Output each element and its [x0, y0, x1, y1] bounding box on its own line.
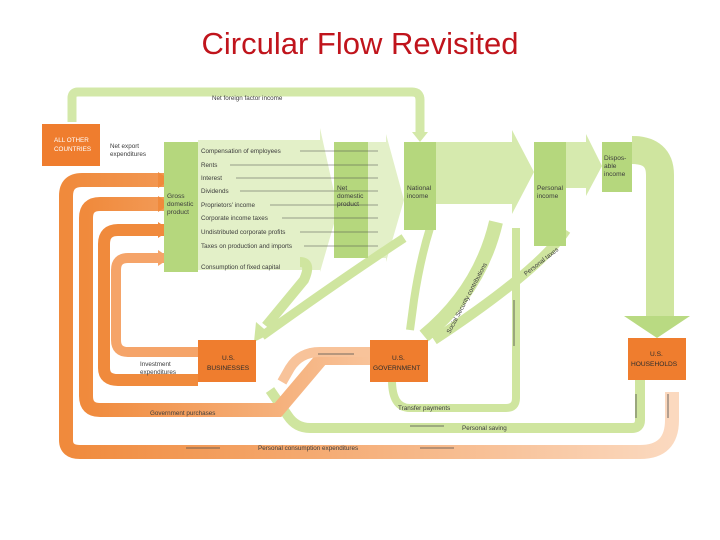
disposable-income-label-3: income — [604, 171, 626, 178]
disposable-income-box — [602, 142, 632, 192]
all-other-countries-label-1: ALL OTHER — [54, 137, 89, 144]
gdp-label-2: domestic — [167, 201, 194, 208]
businesses-to-gdp-flow — [111, 253, 198, 357]
ndp-label-2: domestic — [337, 193, 364, 200]
personal-income-label-1: Personal — [537, 185, 564, 192]
disposable-income-label-1: Dispos- — [604, 155, 626, 162]
net-export-expenditures-label-1: Net export — [110, 143, 139, 150]
gdp-box — [164, 142, 198, 272]
personal-consumption-expenditures-label: Personal consumption expenditures — [258, 445, 358, 452]
us-businesses-label-2: BUSINESSES — [207, 365, 250, 372]
gdp-component: Interest — [201, 175, 222, 182]
gdp-component: Dividends — [201, 188, 229, 195]
net-foreign-factor-income-flow — [67, 87, 425, 134]
gdp-to-ndp-band — [198, 128, 338, 272]
transfer-payments-label: Transfer payments — [398, 405, 450, 412]
disposable-to-households-flow — [631, 136, 674, 318]
gdp-component: Compensation of employees — [201, 148, 281, 155]
personal-taxes-label: Personal taxes — [523, 246, 560, 277]
gdp-label-3: product — [167, 209, 189, 216]
gdp-component: Corporate income taxes — [201, 215, 268, 222]
social-security-flow — [419, 220, 503, 342]
direction-arrows — [186, 300, 669, 449]
ndp-to-national-income-band — [368, 134, 404, 262]
national-income-label-1: National — [407, 185, 432, 192]
investment-flow — [98, 224, 198, 386]
gdp-component: Undistributed corporate profits — [201, 229, 285, 236]
ndp-label-3: product — [337, 201, 359, 208]
gov-purchases-flow — [79, 197, 370, 417]
us-businesses-box — [198, 340, 256, 382]
ndp-label-1: Net — [337, 185, 347, 192]
slide-title: Circular Flow Revisited — [201, 26, 519, 61]
gdp-component: Rents — [201, 162, 217, 169]
national-to-government-flow — [406, 226, 434, 331]
gdp-component: Taxes on production and imports — [201, 243, 292, 250]
investment-expenditures-label-2: expenditures — [140, 369, 176, 376]
personal-saving-flow — [265, 378, 645, 433]
arrowhead — [624, 316, 690, 338]
gdp-component: Proprietors' income — [201, 202, 256, 209]
us-households-box — [628, 338, 686, 380]
net-export-expenditures-label-2: expenditures — [110, 151, 146, 158]
net-foreign-factor-income-label: Net foreign factor income — [212, 95, 283, 102]
us-government-label-1: U.S. — [392, 355, 405, 362]
all-other-countries-label-2: COUNTRIES — [54, 146, 91, 153]
us-households-label-1: U.S. — [650, 351, 663, 358]
personal-income-label-2: income — [537, 193, 559, 200]
investment-expenditures-label-1: Investment — [140, 361, 171, 368]
net-export-flow — [59, 173, 679, 459]
capital-consumption-flow — [262, 257, 313, 330]
ndp-box — [334, 142, 368, 258]
disposable-income-label-2: able — [604, 163, 617, 170]
government-purchases-label: Government purchases — [150, 410, 215, 417]
personal-income-box — [534, 142, 566, 246]
us-government-label-2: GOVERNMENT — [373, 365, 420, 372]
national-income-box — [404, 142, 436, 230]
personal-saving-label: Personal saving — [462, 425, 507, 432]
gdp-component: Consumption of fixed capital — [201, 264, 280, 271]
corporate-flow-to-businesses — [259, 234, 407, 340]
us-businesses-label-1: U.S. — [222, 355, 235, 362]
us-government-box — [370, 340, 428, 382]
national-income-label-2: income — [407, 193, 429, 200]
all-other-countries-box — [42, 124, 100, 166]
gdp-component-list: Compensation of employees Rents Interest… — [201, 148, 378, 271]
personal-to-disposable-income-band — [566, 134, 602, 196]
us-households-label-2: HOUSEHOLDS — [631, 361, 678, 368]
national-to-personal-income-band — [436, 130, 534, 214]
gdp-label-1: Gross — [167, 193, 185, 200]
households-to-businesses-flow — [277, 347, 370, 385]
arrowhead — [412, 132, 428, 142]
transfer-payments-flow — [388, 228, 520, 412]
